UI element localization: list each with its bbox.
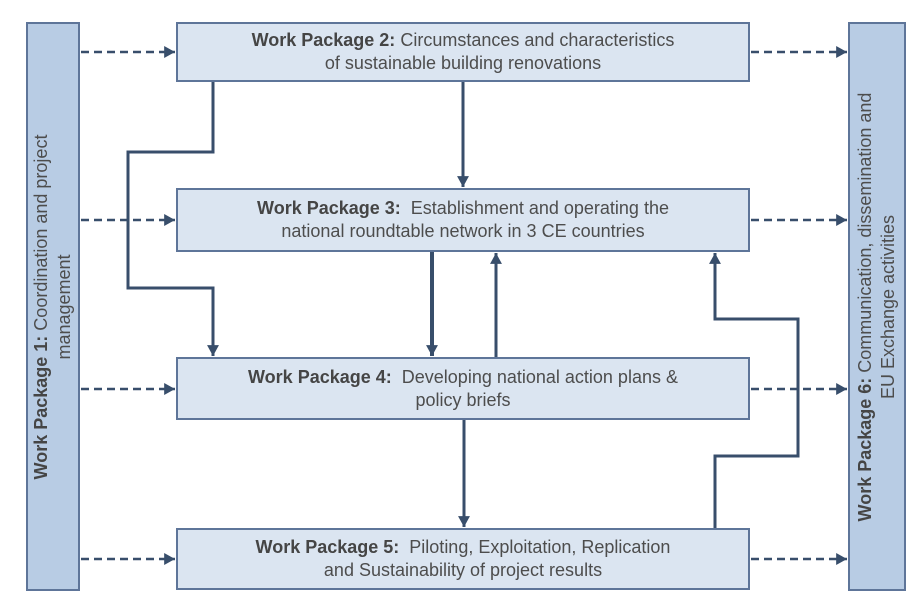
node-wp6: Work Package 6: Communication, dissemina… — [848, 22, 906, 591]
wp4-label: Work Package 4: Developing national acti… — [243, 366, 683, 412]
wp6-label-text: Communication, dissemination and EU Exch… — [855, 92, 898, 399]
wp2-label-bold: Work Package 2: — [251, 30, 396, 50]
wp3-label-bold: Work Package 3: — [257, 198, 401, 218]
wp3-label-text: Establishment and operating the national… — [281, 198, 669, 241]
wp1-label-text: Coordination and project management — [31, 134, 74, 360]
wp5-label: Work Package 5: Piloting, Exploitation, … — [243, 536, 683, 582]
wp4-label-text: Developing national action plans & polic… — [401, 366, 678, 410]
wp6-label: Work Package 6: Communication, dissemina… — [854, 92, 900, 522]
wp6-label-bold: Work Package 6: — [855, 377, 875, 521]
wp2-label-text: Circumstances and characteristics of sus… — [324, 30, 675, 73]
node-wp2: Work Package 2: Circumstances and charac… — [176, 22, 750, 82]
wp1-label: Work Package 1: Coordination and project… — [30, 92, 76, 522]
node-wp3: Work Package 3: Establishment and operat… — [176, 188, 750, 252]
wp2-label: Work Package 2: Circumstances and charac… — [243, 29, 683, 75]
wp5-label-bold: Work Package 5: — [255, 537, 400, 557]
wp5-label-text: Piloting, Exploitation, Replication and … — [323, 537, 671, 580]
wp1-label-bold: Work Package 1: — [31, 335, 51, 479]
node-wp1: Work Package 1: Coordination and project… — [26, 22, 80, 591]
wp4-label-bold: Work Package 4: — [248, 366, 392, 387]
node-wp5: Work Package 5: Piloting, Exploitation, … — [176, 528, 750, 590]
node-wp4: Work Package 4: Developing national acti… — [176, 357, 750, 420]
wp3-label: Work Package 3: Establishment and operat… — [243, 197, 683, 243]
